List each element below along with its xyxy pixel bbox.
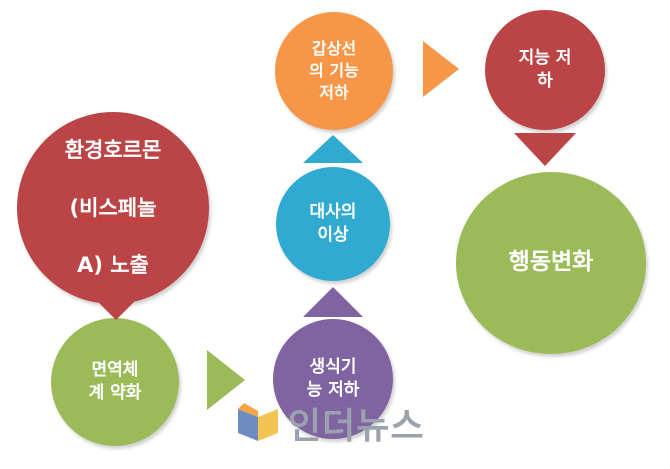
arrow-down-hormone-to-immune (83, 287, 149, 320)
reproductive-label: 생식기 능 저하 (306, 356, 360, 400)
arrow-up-reproductive-to-metabolism (303, 287, 363, 317)
immune-label: 면역체 계 약화 (88, 359, 142, 403)
node-reproductive-decline: 생식기 능 저하 (273, 319, 393, 439)
hormone-line-1: 환경호르몬 (64, 137, 162, 162)
node-metabolic-abnormality: 대사의 이상 (276, 167, 390, 281)
watermark: 인더뉴스 (234, 398, 424, 448)
node-intelligence-decline: 지능 저 하 (485, 10, 605, 130)
node-thyroid-decline: 갑상선 의 기능 저하 (275, 12, 393, 130)
book-logo-icon (238, 403, 278, 441)
bisphenol-text: 비스페놀 (79, 195, 157, 220)
node-behavior-change: 행동변화 (456, 172, 646, 354)
hormone-line-2: (비스페놀 (69, 195, 157, 220)
arrow-up-metabolism-to-thyroid (303, 135, 363, 163)
arrow-down-intelligence-to-behavior (514, 133, 576, 166)
arrow-right-immune-to-reproductive (207, 350, 245, 410)
arrow-right-thyroid-to-intelligence (423, 41, 459, 97)
node-hormone-exposure: 환경호르몬 (비스페놀 A) 노출 (17, 112, 209, 304)
intelligence-label: 지능 저 하 (518, 47, 572, 91)
metabolism-label: 대사의 이상 (309, 201, 357, 245)
node-immune-weakening: 면역체 계 약화 (51, 318, 179, 446)
behavior-label: 행동변화 (508, 249, 594, 276)
hormone-line-3: A) 노출 (77, 253, 149, 278)
thyroid-label: 갑상선 의 기능 저하 (309, 38, 359, 103)
watermark-text: 인더뉴스 (288, 406, 425, 447)
